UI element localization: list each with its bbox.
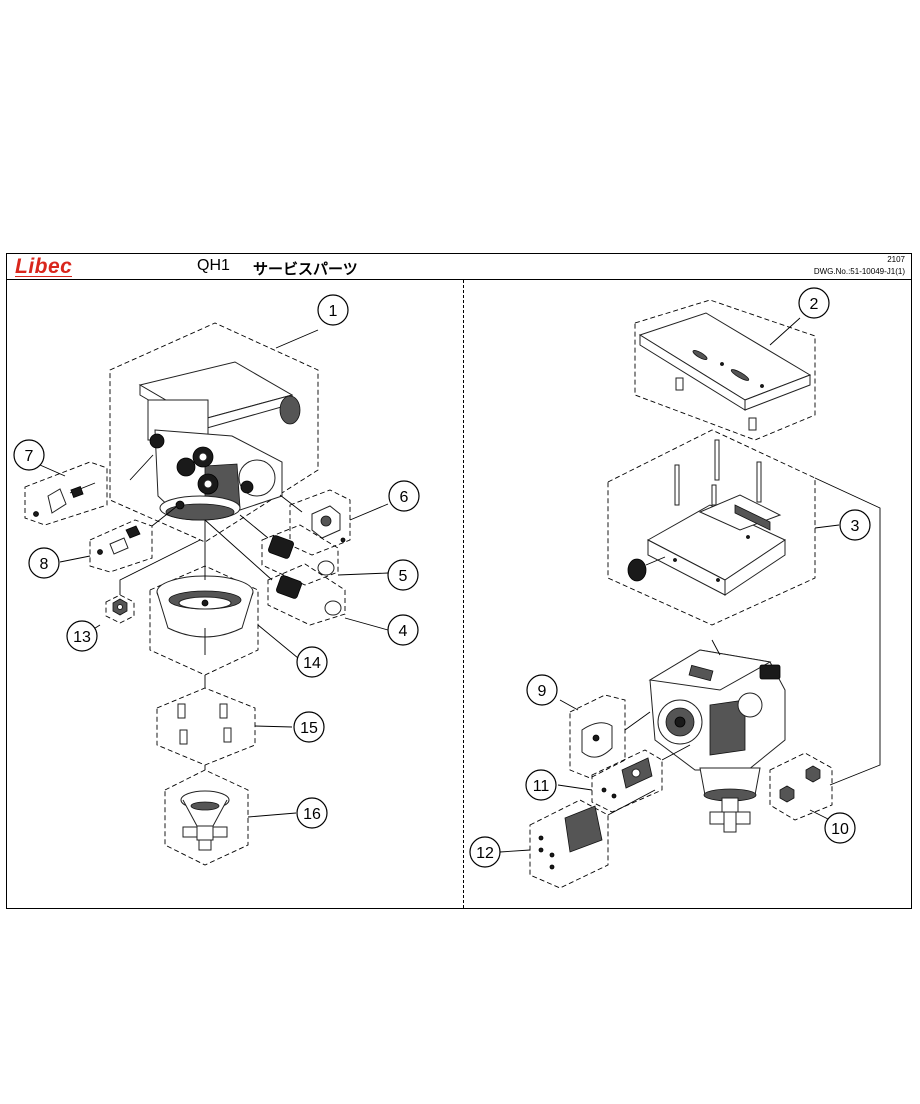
callout-16: 16 <box>303 806 321 823</box>
part-7-lever-set: 7 <box>13 439 154 526</box>
part-6-bracket: 6 <box>279 480 420 556</box>
callout-1: 1 <box>329 303 338 320</box>
part-11-bracket: 11 <box>525 744 691 813</box>
page-title: サービスパーツ <box>253 261 358 278</box>
part-8-clamp-set: 8 <box>28 506 177 579</box>
callout-12: 12 <box>476 845 494 862</box>
part-15-screws: 15 <box>156 675 325 766</box>
callout-11: 11 <box>533 778 550 795</box>
drawing-sheet: Libec QH1 サービスパーツ 2107 DWG.No.:51-10049-… <box>6 253 912 909</box>
drawing-number: DWG.No.:51-10049-J1(1) <box>813 267 905 276</box>
callout-7: 7 <box>25 448 34 465</box>
part-14-bowl-base: 14 <box>149 520 328 678</box>
callout-5: 5 <box>399 568 408 585</box>
part-5-knob: 5 <box>239 514 419 591</box>
part-1-head-group: 1 <box>109 294 349 543</box>
part-13-nut: 13 <box>66 539 201 652</box>
part-3-quick-release: 3 <box>607 429 871 626</box>
part-2-camera-plate: 2 <box>634 287 830 441</box>
callout-6: 6 <box>400 489 409 506</box>
callout-8: 8 <box>40 556 49 573</box>
part-4-knob: 4 <box>204 519 419 646</box>
part-16-bowl-adapter: 16 <box>164 765 328 866</box>
title-block: Libec QH1 サービスパーツ 2107 DWG.No.:51-10049-… <box>7 254 911 280</box>
callout-13: 13 <box>73 629 91 646</box>
center-divider <box>463 280 464 908</box>
callout-15: 15 <box>300 720 318 737</box>
right-head-assembly <box>648 639 786 833</box>
part-10-screws: 10 <box>769 752 856 844</box>
part-9-label-plate: 9 <box>526 674 651 779</box>
callout-10: 10 <box>831 821 849 838</box>
callout-14: 14 <box>303 655 321 672</box>
revision-number: 2107 <box>887 255 905 264</box>
libec-logo: Libec <box>15 255 73 278</box>
callout-9: 9 <box>538 683 547 700</box>
head-body <box>138 361 301 521</box>
model-name: QH1 <box>197 257 230 274</box>
callout-4: 4 <box>399 623 408 640</box>
callout-2: 2 <box>810 296 819 313</box>
callout-3: 3 <box>851 518 860 535</box>
part-12-pan-bar-clamp: 12 <box>469 789 656 889</box>
